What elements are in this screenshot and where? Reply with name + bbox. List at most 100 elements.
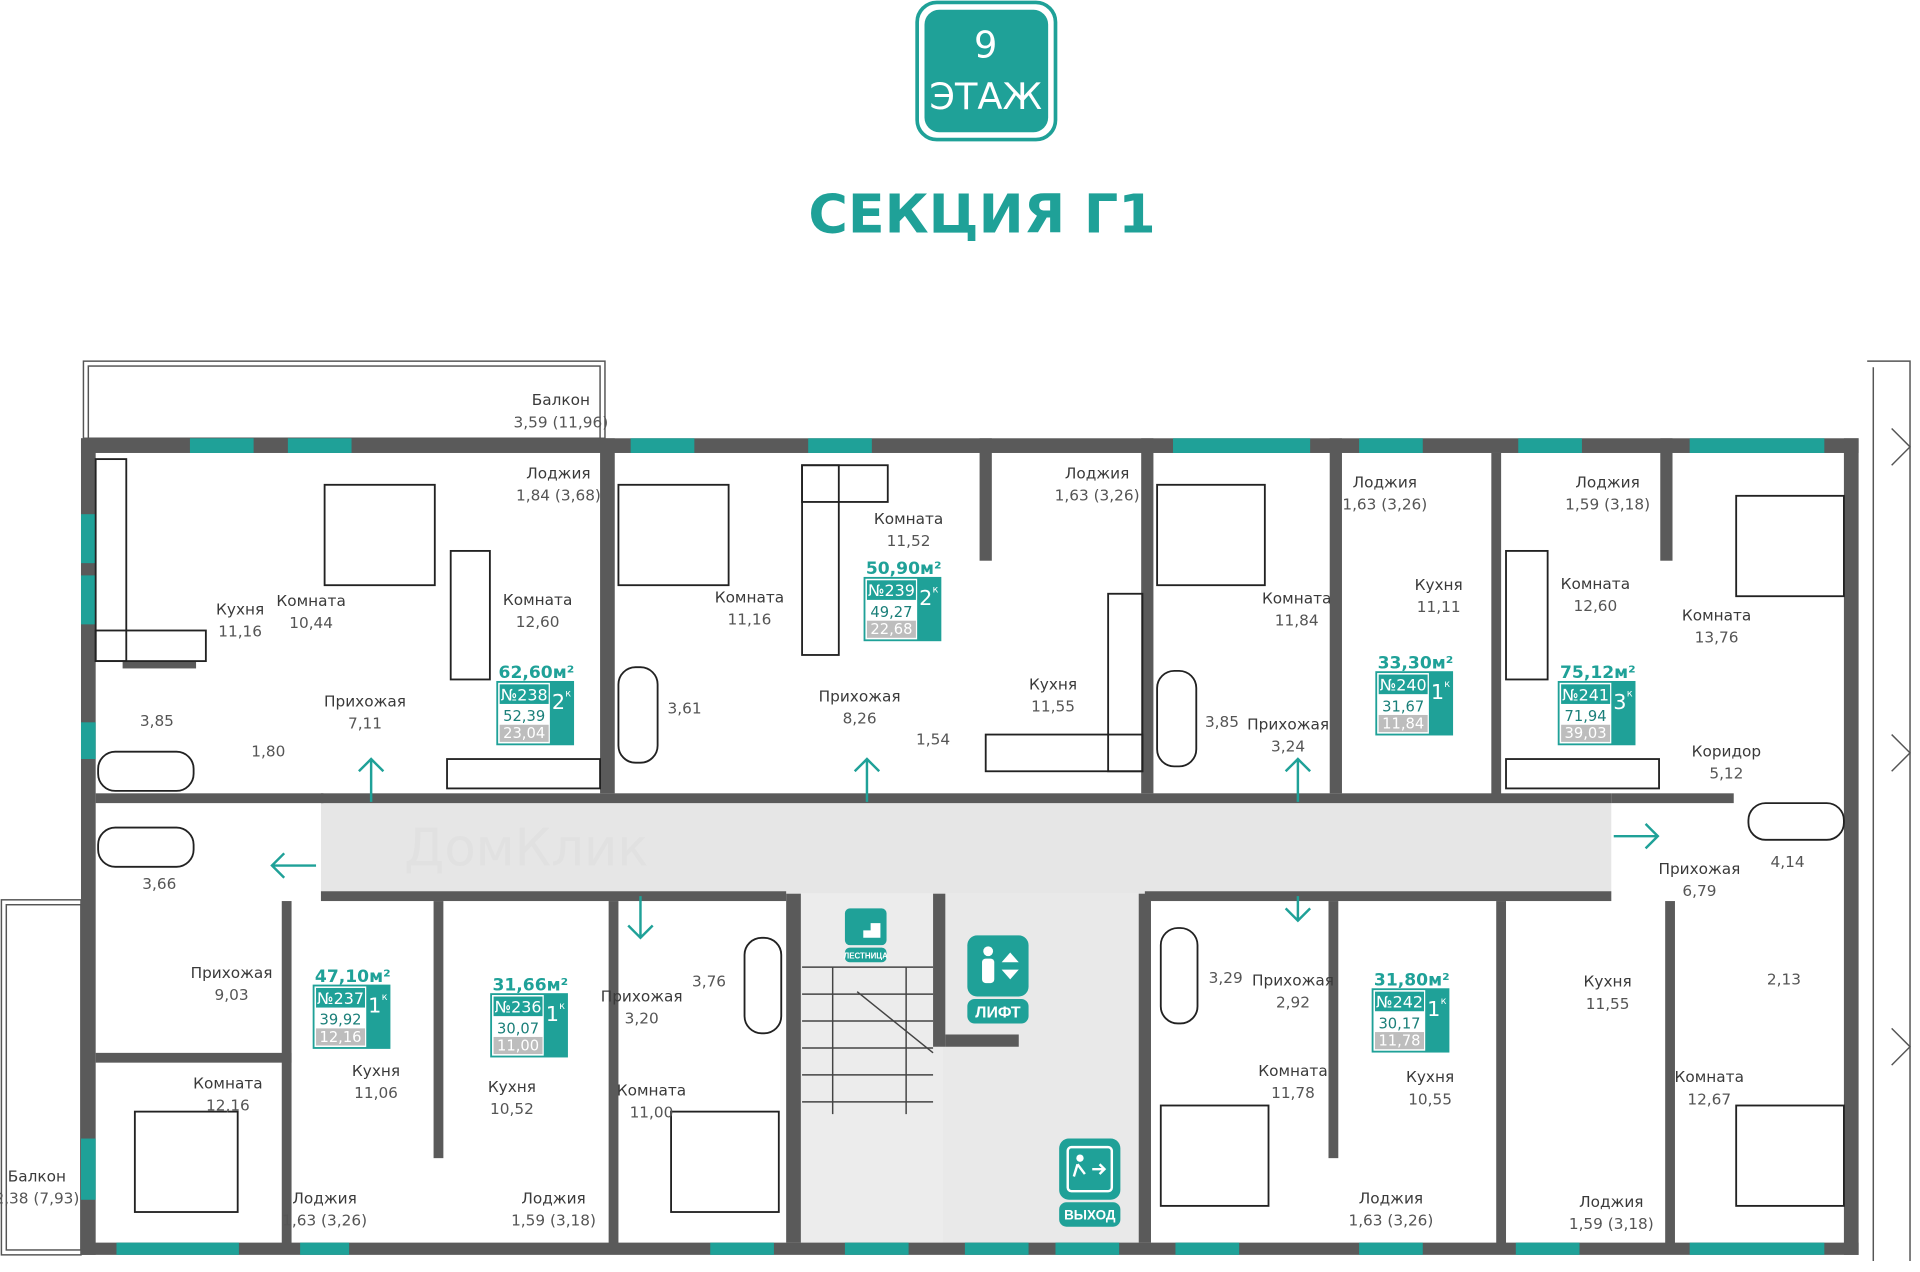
exit-icon — [1066, 1145, 1114, 1193]
room-label: Лоджия 1,63 (3,26) — [282, 1189, 367, 1229]
floor-badge: 9 ЭТАЖ — [915, 0, 1058, 142]
room-name: Комната — [193, 1074, 262, 1092]
room-name: Лоджия — [1353, 473, 1417, 491]
staircase — [802, 966, 934, 1115]
room-name: Кухня — [352, 1062, 400, 1080]
room-name: Кухня — [216, 601, 264, 619]
apartment-rooms: 3 — [1613, 690, 1626, 714]
room-name: Лоджия — [526, 465, 590, 483]
room-area: 11,06 — [354, 1084, 398, 1102]
room-area: 13,76 — [1695, 629, 1739, 647]
room-area: 3,85 — [140, 712, 174, 730]
room-area: 1,63 (3,26) — [282, 1211, 367, 1229]
room-area: 1,63 (3,26) — [1348, 1211, 1433, 1229]
stairs-label: ЛЕСТНИЦА — [844, 952, 888, 961]
room-name: Прихожая — [324, 692, 406, 710]
room-area: 11,00 — [630, 1104, 674, 1122]
room-name: Лоджия — [1579, 1193, 1643, 1211]
room-name: Комната — [874, 510, 943, 528]
room-area: 1,59 (3,18) — [511, 1211, 596, 1229]
apartment-rooms: 1 — [1427, 997, 1440, 1021]
room-area: 3,29 — [1209, 969, 1243, 987]
apartment-living-area: 31,67 — [1382, 698, 1424, 715]
exit-sign: ВЫХОД — [1059, 1138, 1121, 1227]
room-area: 1,59 (3,18) — [1565, 495, 1650, 513]
room-area: 1,54 — [916, 730, 950, 748]
apartment-rooms-suffix: к — [1444, 679, 1450, 690]
furniture — [94, 458, 1845, 1213]
apartment-living-area: 30,07 — [497, 1020, 539, 1037]
apartment-number: №238 — [501, 685, 548, 704]
lift-label: ЛИФТ — [975, 1004, 1021, 1021]
room-name: Коридор — [1692, 743, 1762, 761]
room-name: Прихожая — [819, 687, 901, 705]
apartment-rooms-suffix: к — [559, 1001, 565, 1012]
room-label: Коридор 5,12 — [1692, 743, 1762, 783]
apartment-residential-area: 22,68 — [870, 621, 912, 638]
room-label: Балкон 2,38 (7,93) — [0, 1167, 79, 1207]
room-label: 3,76 — [692, 973, 726, 991]
room-name: Балкон — [532, 391, 590, 409]
apartment-living-area: 52,39 — [503, 708, 545, 725]
room-area: 4,14 — [1771, 853, 1805, 871]
room-name: Лоджия — [521, 1189, 585, 1207]
apartment-living-area: 30,17 — [1378, 1015, 1420, 1032]
room-name: Комната — [1262, 590, 1331, 608]
room-area: 3,20 — [625, 1009, 659, 1027]
room-name: Кухня — [1415, 576, 1463, 594]
evacuation-arrows — [270, 757, 1660, 940]
apartment-rooms: 2 — [552, 690, 565, 714]
apartment-residential-area: 23,04 — [503, 725, 545, 742]
room-label: Лоджия 1,59 (3,18) — [511, 1189, 596, 1229]
stairs-icon — [851, 923, 881, 938]
room-area: 3,85 — [1205, 713, 1239, 731]
room-area: 5,12 — [1709, 765, 1743, 783]
room-label: 2,13 — [1767, 970, 1801, 988]
room-area: 11,78 — [1271, 1084, 1315, 1102]
room-name: Балкон — [8, 1167, 66, 1185]
apartment-number: №240 — [1380, 675, 1427, 694]
room-area: 2,38 (7,93) — [0, 1189, 79, 1207]
room-area: 9,03 — [215, 986, 249, 1004]
floor-label: ЭТАЖ — [929, 75, 1042, 118]
room-label: 1,80 — [251, 743, 285, 761]
room-name: Комната — [1675, 1068, 1744, 1086]
room-label: 3,61 — [668, 700, 702, 718]
apartment-living-area: 39,92 — [319, 1012, 361, 1029]
room-area: 10,44 — [289, 614, 333, 632]
apartment-number: №241 — [1562, 685, 1609, 704]
room-label: Комната 12,67 — [1675, 1068, 1744, 1108]
room-area: 12,67 — [1687, 1090, 1731, 1108]
room-name: Комната — [276, 592, 345, 610]
room-area: 11,55 — [1586, 995, 1630, 1013]
room-area: 10,55 — [1408, 1090, 1452, 1108]
section-title: СЕКЦИЯ Г1 — [808, 183, 1155, 246]
room-name: Лоджия — [292, 1189, 356, 1207]
